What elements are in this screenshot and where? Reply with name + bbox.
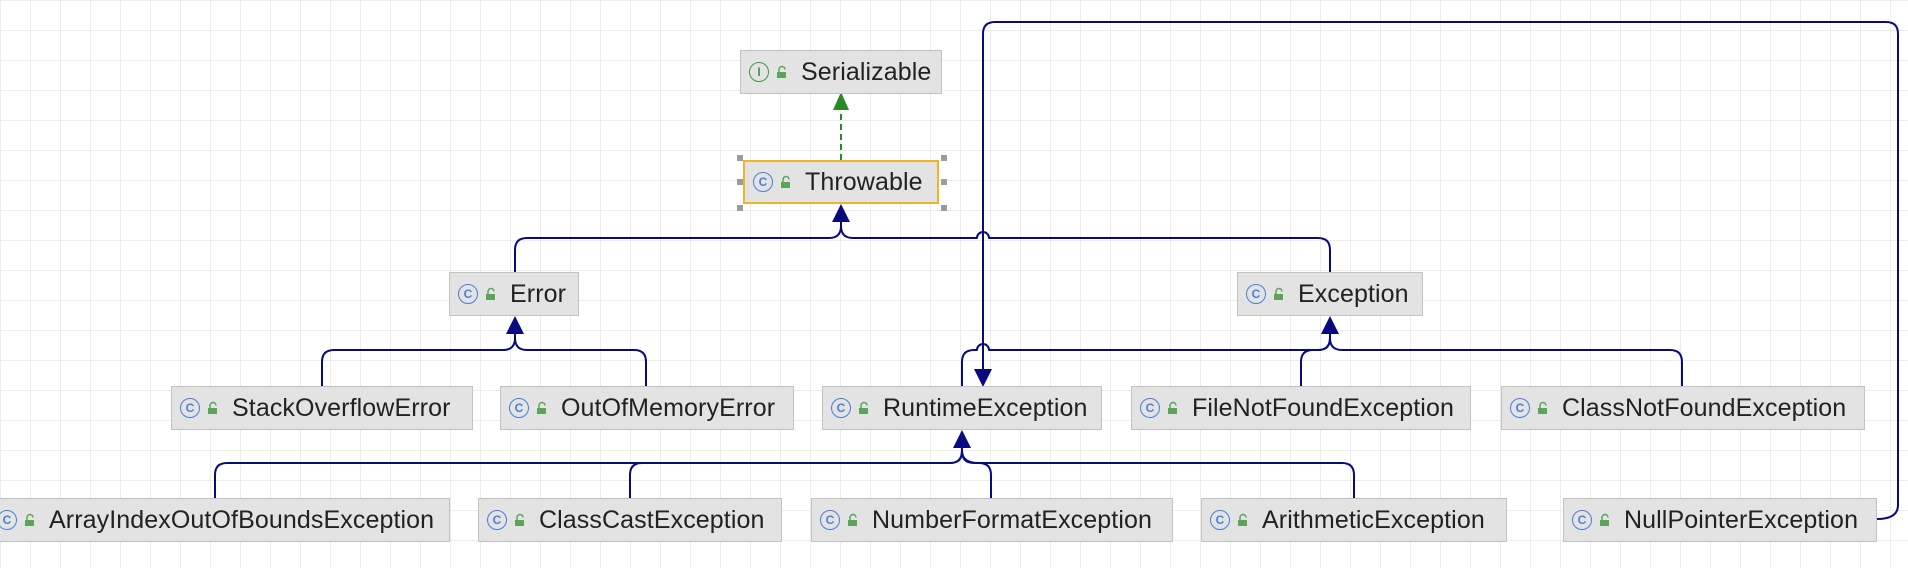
class-icon: C: [753, 172, 773, 192]
class-node-classcastexception[interactable]: C ClassCastException: [478, 498, 782, 542]
selection-handle-bottom-left[interactable]: [737, 205, 743, 211]
class-icon: C: [509, 398, 529, 418]
edge-outofmemoryerror-error[interactable]: [514, 334, 647, 386]
class-icon: C: [820, 510, 840, 530]
public-access-icon: [1600, 513, 1609, 526]
edge-stackoverflowerror-error[interactable]: [321, 334, 516, 386]
class-name: Serializable: [801, 57, 932, 86]
class-icon: C: [1510, 398, 1530, 418]
class-name: FileNotFoundException: [1192, 393, 1454, 422]
arrowhead-exception: [1321, 316, 1339, 334]
class-node-arithmeticexception[interactable]: C ArithmeticException: [1201, 498, 1507, 542]
public-access-icon: [537, 401, 546, 414]
class-name: StackOverflowError: [232, 393, 451, 422]
edge-exception-throwable[interactable]: [840, 222, 1331, 272]
edge-error-throwable[interactable]: [514, 222, 842, 272]
edge-arrayindexoutofboundsexception-runtimeexception[interactable]: [214, 448, 963, 498]
class-node-error[interactable]: C Error: [449, 272, 579, 316]
arrowhead-error: [506, 316, 524, 334]
arrowhead-throwable: [832, 204, 850, 222]
class-node-outofmemoryerror[interactable]: C OutOfMemoryError: [500, 386, 794, 430]
public-access-icon: [1274, 287, 1283, 300]
public-access-icon: [1168, 401, 1177, 414]
class-node-nullpointerexception[interactable]: C NullPointerException: [1563, 498, 1877, 542]
public-access-icon: [25, 513, 34, 526]
class-node-serializable[interactable]: I Serializable: [740, 50, 942, 94]
class-icon: C: [1140, 398, 1160, 418]
class-name: Exception: [1298, 279, 1409, 308]
public-access-icon: [486, 287, 495, 300]
edge-arithmeticexception-runtimeexception[interactable]: [961, 448, 1355, 498]
class-icon: C: [831, 398, 851, 418]
class-node-throwable[interactable]: C Throwable: [743, 160, 939, 204]
public-access-icon: [848, 513, 857, 526]
class-name: ClassNotFoundException: [1562, 393, 1847, 422]
class-name: Throwable: [805, 167, 923, 196]
edge-classcastexception-runtimeexception[interactable]: [629, 448, 963, 498]
class-name: RuntimeException: [883, 393, 1088, 422]
edge-nullpointerexception-runtimeexception[interactable]: [982, 21, 1899, 520]
class-node-numberformatexception[interactable]: C NumberFormatException: [811, 498, 1173, 542]
class-node-exception[interactable]: C Exception: [1237, 272, 1423, 316]
class-icon: C: [458, 284, 478, 304]
public-access-icon: [208, 401, 217, 414]
public-access-icon: [1238, 513, 1247, 526]
class-node-classnotfoundexception[interactable]: C ClassNotFoundException: [1501, 386, 1865, 430]
selection-handle-middle-left[interactable]: [737, 179, 743, 185]
class-name: ArithmeticException: [1262, 505, 1485, 534]
public-access-icon: [515, 513, 524, 526]
class-icon: C: [1210, 510, 1230, 530]
class-name: Error: [510, 279, 567, 308]
class-name: NullPointerException: [1624, 505, 1859, 534]
edge-runtimeexception-exception[interactable]: [961, 334, 1331, 386]
class-icon: C: [1572, 510, 1592, 530]
class-icon: C: [1246, 284, 1266, 304]
class-node-arrayindexoutofboundsexception[interactable]: C ArrayIndexOutOfBoundsException: [0, 498, 450, 542]
arrowhead-runtimeexception-top: [974, 369, 992, 387]
selection-handle-bottom-right[interactable]: [941, 205, 947, 211]
arrowhead-runtimeexception: [953, 430, 971, 448]
class-icon: C: [487, 510, 507, 530]
public-access-icon: [777, 65, 786, 78]
edge-filenotfoundexception-exception[interactable]: [1300, 334, 1331, 386]
public-access-icon: [1538, 401, 1547, 414]
class-icon: C: [180, 398, 200, 418]
class-name: ArrayIndexOutOfBoundsException: [49, 505, 435, 534]
selection-handle-top-right[interactable]: [941, 155, 947, 161]
class-name: NumberFormatException: [872, 505, 1152, 534]
interface-icon: I: [749, 62, 769, 82]
class-name: ClassCastException: [539, 505, 765, 534]
class-node-stackoverflowerror[interactable]: C StackOverflowError: [171, 386, 473, 430]
edge-numberformatexception-runtimeexception[interactable]: [961, 448, 992, 498]
selection-handle-top-left[interactable]: [737, 155, 743, 161]
public-access-icon: [859, 401, 868, 414]
edge-classnotfoundexception-exception[interactable]: [1329, 334, 1683, 386]
class-node-runtimeexception[interactable]: C RuntimeException: [822, 386, 1102, 430]
class-node-filenotfoundexception[interactable]: C FileNotFoundException: [1131, 386, 1471, 430]
public-access-icon: [781, 175, 790, 188]
class-icon: C: [0, 510, 17, 530]
arrowhead-serializable: [833, 92, 849, 110]
selection-handle-middle-right[interactable]: [941, 179, 947, 185]
class-name: OutOfMemoryError: [561, 393, 776, 422]
